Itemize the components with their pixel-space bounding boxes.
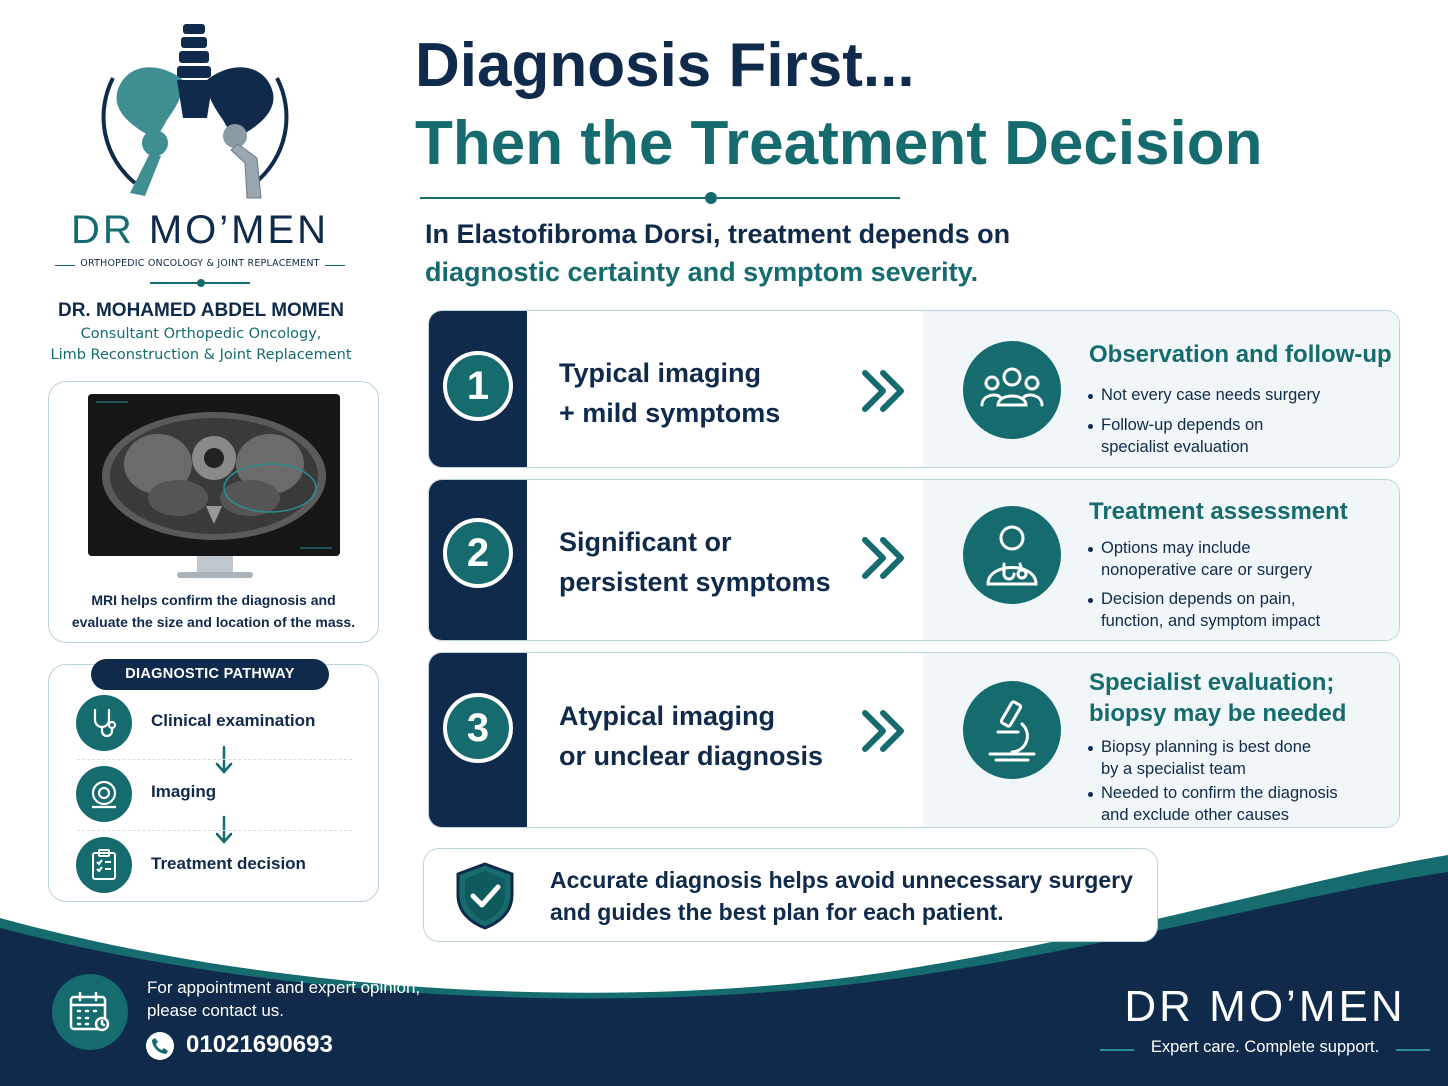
headline-line-2: Then the Treatment Decision [415,109,1263,178]
footer-wave [0,855,1448,1086]
footer-brand: DR MO’MEN [1124,982,1406,1031]
scenario-condition-line-2: or unclear diagnosis [559,741,824,771]
pathway-title: DIAGNOSTIC PATHWAY [91,659,329,690]
scenario-condition-line-1: Typical imaging [559,358,762,388]
divider [325,265,345,266]
outcome-bullet: Follow-up depends on specialist evaluati… [1087,414,1263,458]
banner-line-2: and guides the best plan for each patien… [550,899,1004,925]
divider [420,197,900,199]
footer-slogan: Expert care. Complete support. [1150,1038,1380,1056]
contact-line-1: For appointment and expert opinion, [147,978,421,997]
outcome-title: Treatment assessment [1089,498,1348,525]
mri-caption-line-2: evaluate the size and location of the ma… [71,614,356,630]
outcome-panel: Treatment assessment Options may include… [923,480,1399,640]
bullet-line-1: Needed to confirm the diagnosis [1101,784,1338,802]
bullet-line-1: Follow-up depends on [1101,416,1264,434]
scenario-condition: Atypical imaging or unclear diagnosis [559,696,823,776]
bullet-line-1: Options may include [1101,539,1251,557]
outcome-bullet: Biopsy planning is best done by a specia… [1087,736,1311,780]
shield-check-icon [456,862,514,930]
scenario-condition-line-2: persistent symptoms [559,567,831,597]
brand-wordmark: DR MO’MEN [20,208,380,253]
bullet-line-2: specialist evaluation [1101,438,1249,456]
mri-image [88,394,340,556]
scenario-row: 2 Significant or persistent symptoms Tre… [428,479,1400,641]
scanner-icon [76,766,132,822]
outcome-title: Specialist evaluation; biopsy may be nee… [1089,667,1346,729]
scenario-condition-line-1: Atypical imaging [559,701,776,731]
monitor-foot [177,572,253,578]
headline-line-1: Diagnosis First... [415,31,915,100]
bullet-line-1: Decision depends on pain, [1101,590,1296,608]
group-people-icon [963,341,1061,439]
outcome-bullet: Decision depends on pain, function, and … [1087,588,1320,632]
divider [1100,1049,1134,1051]
divider [77,830,352,831]
footer-slogan-row: Expert care. Complete support. [1100,1038,1430,1060]
scenario-condition: Typical imaging + mild symptoms [559,353,780,433]
microscope-icon [963,681,1061,779]
outcome-bullet: Needed to confirm the diagnosis and excl… [1087,782,1338,826]
double-chevron-right-icon [862,370,904,412]
brand-wordmark-name: MO’MEN [148,208,330,252]
double-chevron-right-icon [862,710,904,752]
scenario-row: 3 Atypical imaging or unclear diagnosis … [428,652,1400,828]
outcome-title-line-1: Specialist evaluation; [1089,669,1335,696]
stethoscope-icon [76,695,132,751]
bullet-line-2: and exclude other causes [1101,806,1290,824]
phone-icon [146,1032,174,1060]
phone-number[interactable]: 01021690693 [186,1031,333,1058]
divider [77,759,352,760]
contact-line-2: please contact us. [147,1001,285,1020]
bullet-line-1: Biopsy planning is best done [1101,738,1312,756]
scenario-number: 2 [443,518,513,588]
monitor-stand [197,556,233,574]
bullet-line-1: Not every case needs surgery [1101,386,1321,404]
doctor-name: DR. MOHAMED ABDEL MOMEN [57,300,345,321]
down-arrow-icon [215,745,233,774]
pathway-step-label: Treatment decision [151,854,306,873]
diagnostic-pathway-card: DIAGNOSTIC PATHWAY Clinical examination … [48,659,379,902]
mri-caption-line-1: MRI helps confirm the diagnosis and [91,592,336,608]
clipboard-checklist-icon [76,837,132,893]
brand-wordmark-dr: DR [70,208,135,252]
outcome-panel: Specialist evaluation; biopsy may be nee… [923,653,1399,827]
key-message-banner: Accurate diagnosis helps avoid unnecessa… [423,848,1158,942]
outcome-bullet: Not every case needs surgery [1087,384,1320,406]
divider [55,265,75,266]
scenario-condition-line-1: Significant or [559,527,732,557]
pathway-step-label: Clinical examination [151,711,316,730]
bullet-line-2: nonoperative care or surgery [1101,561,1312,579]
outcome-bullet: Options may include nonoperative care or… [1087,537,1312,581]
pathway-step-label: Imaging [151,782,217,801]
outcome-title-line-2: biopsy may be needed [1089,700,1347,727]
bullet-line-2: by a specialist team [1101,760,1246,778]
bullet-line-2: function, and symptom impact [1101,612,1321,630]
down-arrow-icon [215,815,233,844]
intro-line-2: diagnostic certainty and symptom severit… [425,257,979,287]
scenario-condition: Significant or persistent symptoms [559,522,831,602]
brand-tagline-row: ORTHOPEDIC ONCOLOGY & JOINT REPLACEMENT [55,258,345,272]
intro-line-1: In Elastofibroma Dorsi, treatment depend… [425,219,1011,249]
doctor-title-line-2: Limb Reconstruction & Joint Replacement [50,347,352,363]
scenario-number: 3 [443,693,513,763]
divider-dot [197,279,205,287]
scenario-number: 1 [443,351,513,421]
mri-caption: MRI helps confirm the diagnosis and eval… [55,589,372,633]
banner-line-1: Accurate diagnosis helps avoid unnecessa… [550,867,1133,893]
divider-dot [705,192,717,204]
doctor-title-line-1: Consultant Orthopedic Oncology, [80,326,322,342]
outcome-panel: Observation and follow-up Not every case… [923,311,1399,467]
pelvis-logo-icon [101,24,289,199]
brand-tagline: ORTHOPEDIC ONCOLOGY & JOINT REPLACEMENT [80,258,320,269]
scenario-condition-line-2: + mild symptoms [559,398,781,428]
calendar-icon [52,974,128,1050]
outcome-title: Observation and follow-up [1089,341,1392,368]
mri-card: MRI helps confirm the diagnosis and eval… [48,381,379,643]
divider [1396,1049,1430,1051]
double-chevron-right-icon [862,537,904,579]
mri-scan-icon [88,394,340,556]
doctor-icon [963,506,1061,604]
scenario-row: 1 Typical imaging + mild symptoms Observ… [428,310,1400,468]
